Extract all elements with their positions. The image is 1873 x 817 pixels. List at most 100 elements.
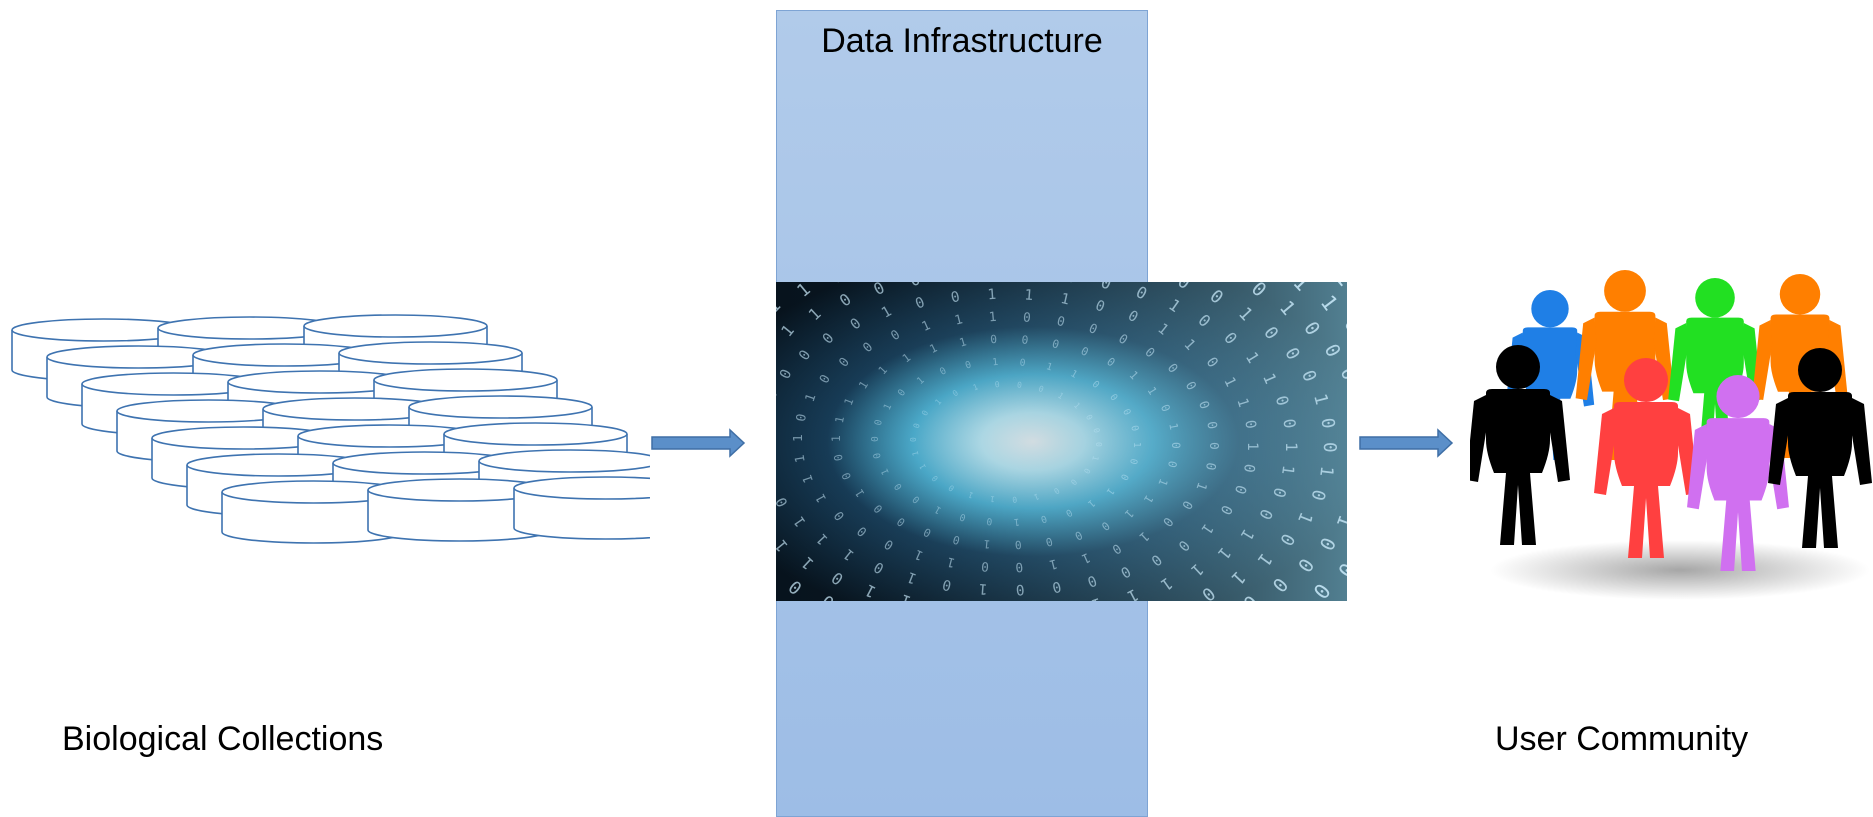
svg-text:0: 0 [1206, 442, 1221, 450]
svg-text:0: 0 [1107, 392, 1119, 403]
svg-text:0: 0 [951, 532, 961, 546]
svg-text:1: 1 [1056, 391, 1065, 401]
svg-text:0: 0 [1127, 457, 1139, 465]
svg-text:1: 1 [1278, 464, 1298, 476]
svg-text:1: 1 [967, 490, 975, 500]
svg-text:1: 1 [1104, 486, 1116, 497]
svg-text:1: 1 [1315, 465, 1336, 478]
svg-text:0: 0 [1202, 461, 1218, 471]
svg-text:1: 1 [1059, 291, 1071, 309]
svg-text:0: 0 [994, 380, 1000, 390]
svg-text:0: 0 [1039, 512, 1048, 524]
svg-text:0: 0 [1090, 379, 1102, 391]
svg-text:0: 0 [892, 481, 904, 492]
svg-text:0: 0 [819, 590, 839, 601]
data-infrastructure-title: Data Infrastructure [821, 22, 1103, 60]
svg-text:1: 1 [953, 312, 964, 328]
arrow-right-icon [1359, 428, 1454, 458]
svg-text:1: 1 [1024, 287, 1034, 304]
svg-text:0: 0 [873, 418, 885, 426]
svg-text:1: 1 [983, 537, 991, 551]
svg-text:0: 0 [911, 493, 923, 505]
svg-text:0: 0 [1203, 420, 1219, 430]
svg-text:1: 1 [1062, 282, 1075, 286]
svg-text:1: 1 [987, 287, 997, 304]
svg-text:0: 0 [1015, 559, 1024, 575]
svg-text:0: 0 [1015, 581, 1025, 598]
svg-text:0: 0 [1051, 578, 1063, 596]
svg-text:0: 0 [1055, 314, 1066, 330]
svg-text:0: 0 [1021, 333, 1029, 347]
svg-text:0: 0 [912, 422, 922, 429]
svg-text:1: 1 [972, 382, 980, 392]
svg-text:1: 1 [1244, 442, 1260, 451]
svg-text:1: 1 [1089, 594, 1104, 601]
database-cylinder-icon [221, 480, 406, 544]
svg-text:0: 0 [1120, 407, 1132, 417]
svg-text:1: 1 [1131, 442, 1142, 448]
svg-text:0: 0 [1022, 310, 1031, 326]
database-stack-icon [11, 314, 650, 544]
svg-text:0: 0 [938, 365, 949, 378]
svg-text:1: 1 [1045, 361, 1054, 373]
svg-text:0: 0 [981, 558, 990, 574]
svg-text:1: 1 [842, 396, 857, 407]
svg-text:0: 0 [958, 510, 967, 522]
svg-text:1: 1 [1156, 477, 1171, 488]
svg-text:0: 0 [990, 333, 998, 347]
svg-text:0: 0 [1019, 357, 1026, 369]
svg-text:0: 0 [1012, 495, 1018, 505]
svg-text:1: 1 [1072, 401, 1082, 411]
svg-text:0: 0 [794, 413, 810, 423]
svg-text:1: 1 [776, 296, 785, 317]
svg-text:0: 0 [1169, 442, 1182, 449]
svg-text:0: 0 [1174, 282, 1194, 294]
svg-text:1: 1 [833, 415, 847, 424]
svg-text:0: 0 [896, 387, 908, 398]
svg-text:1: 1 [946, 282, 959, 284]
svg-text:0: 0 [1279, 417, 1299, 429]
person-icon [1470, 345, 1570, 545]
svg-text:0: 0 [941, 576, 953, 594]
svg-text:1: 1 [933, 397, 943, 407]
svg-text:0: 0 [1037, 384, 1045, 394]
svg-text:1: 1 [978, 580, 988, 597]
svg-text:0: 0 [951, 388, 960, 398]
svg-text:0: 0 [1069, 477, 1079, 487]
svg-text:0: 0 [920, 409, 930, 418]
svg-text:1: 1 [989, 494, 995, 504]
svg-text:1: 1 [793, 454, 809, 464]
svg-text:1: 1 [1085, 497, 1097, 509]
svg-text:1: 1 [1090, 455, 1100, 462]
svg-text:1: 1 [1345, 489, 1347, 506]
svg-text:1: 1 [915, 375, 927, 387]
svg-text:0: 0 [947, 483, 956, 493]
svg-text:0: 0 [1052, 486, 1061, 496]
svg-text:0: 0 [1051, 337, 1061, 351]
database-cylinder-icon [513, 476, 650, 540]
svg-text:0: 0 [964, 359, 973, 371]
user-community-label: User Community [1495, 720, 1749, 758]
svg-text:0: 0 [1084, 413, 1094, 422]
svg-text:1: 1 [1048, 555, 1059, 571]
svg-text:1: 1 [1282, 442, 1301, 452]
svg-text:0: 0 [870, 436, 881, 442]
svg-text:0: 0 [1339, 313, 1347, 336]
svg-text:1: 1 [1013, 516, 1020, 528]
database-cylinder-icon [367, 478, 552, 542]
svg-text:0: 0 [1165, 460, 1179, 469]
svg-text:0: 0 [1063, 506, 1074, 519]
svg-text:1: 1 [918, 462, 928, 471]
svg-text:0: 0 [1336, 364, 1347, 383]
svg-text:1: 1 [1033, 492, 1041, 502]
people-group-icon [1470, 270, 1872, 600]
svg-text:0: 0 [930, 473, 940, 483]
svg-text:1: 1 [933, 503, 944, 516]
svg-text:1: 1 [911, 450, 921, 457]
person-icon [1668, 278, 1762, 458]
svg-text:1: 1 [1165, 596, 1185, 601]
svg-text:0: 0 [949, 289, 961, 307]
svg-text:0: 0 [1091, 427, 1101, 434]
